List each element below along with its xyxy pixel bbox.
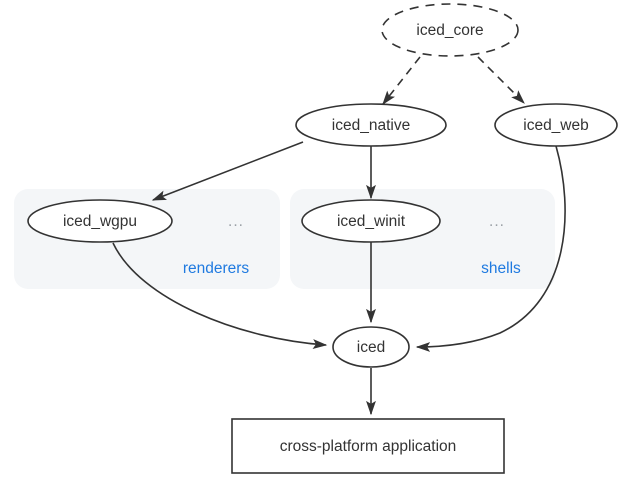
node-iced[interactable]: iced [332,326,410,368]
node-iced-native-shape[interactable] [295,103,447,147]
cluster-renderers-ellipsis: ... [228,213,244,230]
node-iced-web[interactable]: iced_web [494,103,618,147]
node-iced-winit-label: iced_winit [337,213,406,230]
node-iced-winit-shape[interactable] [301,199,441,243]
node-cross-platform-application-label: cross-platform application [280,438,457,455]
node-cross-platform-application-shape[interactable] [231,418,505,474]
node-iced-web-shape[interactable] [494,103,618,147]
edge-iced-native-to-iced-wgpu [151,141,304,201]
cluster-renderers: ... renderers [14,189,280,289]
edge-iced-core-to-iced-web [477,56,525,104]
cluster-renderers-label: renderers [183,260,250,277]
edge-iced-web-to-iced [415,145,566,352]
node-iced-native[interactable]: iced_native [295,103,447,147]
node-iced-wgpu-shape[interactable] [27,199,173,243]
node-iced-shape[interactable] [332,326,410,368]
cluster-shells-ellipsis: ... [489,213,505,230]
node-iced-wgpu-label: iced_wgpu [63,213,137,230]
edge-iced-wgpu-to-iced [112,242,328,350]
node-iced-wgpu[interactable]: iced_wgpu [27,199,173,243]
cluster-shells-label: shells [481,260,521,277]
node-cross-platform-application[interactable]: cross-platform application [231,418,505,474]
node-iced-core-shape[interactable] [381,3,519,57]
node-iced-label: iced [357,339,385,356]
node-iced-core[interactable]: iced_core [381,3,519,57]
edge-iced-core-to-iced-native [382,56,421,106]
node-iced-web-label: iced_web [523,117,589,134]
node-iced-native-label: iced_native [332,117,410,134]
node-iced-core-label: iced_core [416,22,483,39]
node-iced-winit[interactable]: iced_winit [301,199,441,243]
